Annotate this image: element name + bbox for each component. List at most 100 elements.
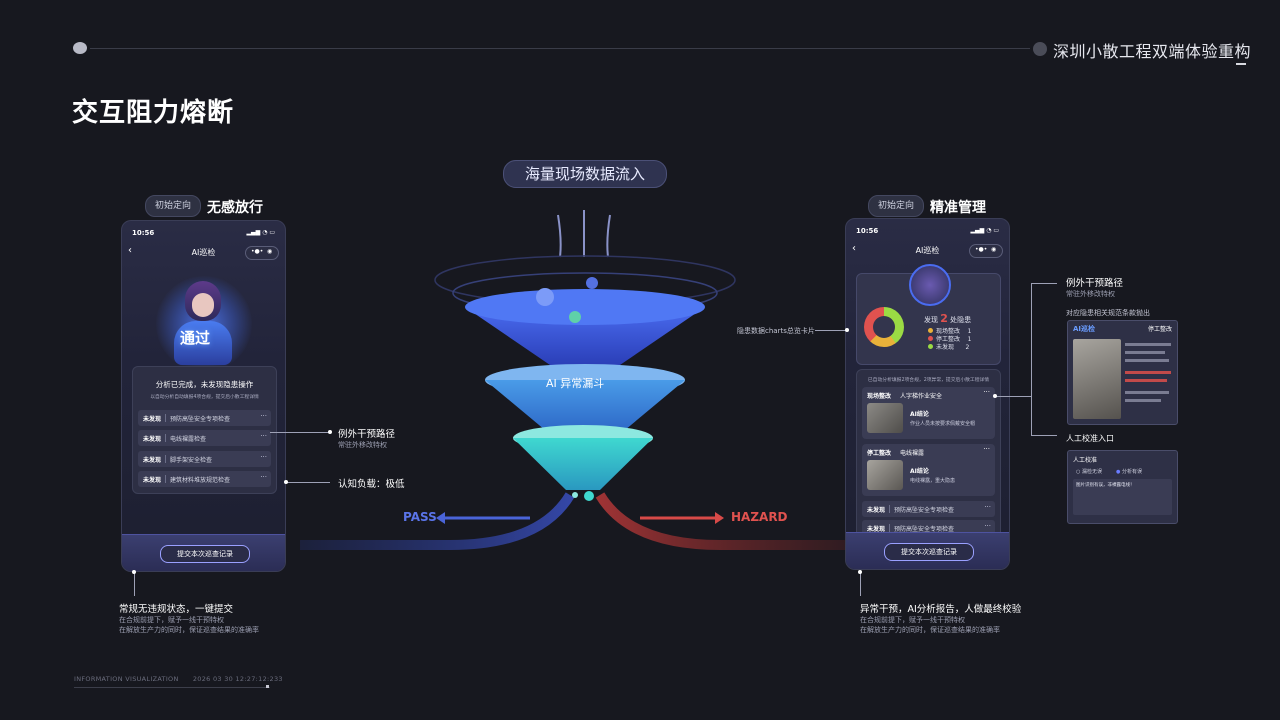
anno-connector bbox=[1031, 283, 1032, 435]
back-icon[interactable]: ‹ bbox=[128, 245, 132, 256]
found-summary: 发现 2 处隐患 bbox=[924, 312, 972, 325]
close-target-icon[interactable]: ◉ bbox=[267, 248, 273, 255]
ai-avatar-face bbox=[192, 293, 214, 317]
right-bottom-title: 异常干预，AI分析报告，人做最终校验 bbox=[860, 604, 1022, 615]
check-row[interactable]: 未发现电线裸露检查··· bbox=[138, 430, 271, 446]
brand-logo-icon bbox=[73, 42, 87, 54]
check-row[interactable]: 未发现脚手架安全检查··· bbox=[138, 451, 271, 467]
check-row[interactable]: 未发现预防高坠安全专项检查··· bbox=[138, 410, 271, 426]
anno-dot bbox=[993, 394, 997, 398]
manual-calibration-preview: 人工校准 ○ 漏检无误 ● 分析有误 图片识别有误，非裸露电线！ bbox=[1067, 450, 1178, 524]
left-bottom-sub2: 在解放生产力的同时，保证巡查结果的准确率 bbox=[119, 626, 259, 634]
more-icon[interactable]: ··· bbox=[983, 388, 990, 396]
right-anno1-sub: 常驻外移改特权 bbox=[1066, 290, 1115, 298]
analysis-title: 分析已完成，未发现隐患操作 bbox=[155, 380, 254, 389]
hazard-label: HAZARD bbox=[731, 510, 788, 524]
more-icon[interactable]: ··· bbox=[984, 503, 991, 511]
more-icon[interactable]: •●• bbox=[251, 248, 264, 255]
hazard-summary: 已自动分析填报2项合规，2项异常，提交后小散工程详情 bbox=[867, 378, 990, 383]
anno-connector bbox=[270, 432, 330, 433]
more-icon[interactable]: ··· bbox=[983, 445, 990, 453]
legend-item: 未发现 2 bbox=[928, 342, 969, 351]
status-time: 10:56 bbox=[132, 229, 155, 237]
more-icon[interactable]: ··· bbox=[260, 432, 267, 440]
legend-item: 现场整改 1 bbox=[928, 326, 971, 335]
left-phone: 10:56 ▂▄▆ ◔ ▭ ‹ AI巡检 •●•◉ 通过 分析已完成，未发现隐患… bbox=[121, 220, 286, 572]
header-divider bbox=[90, 48, 1030, 49]
right-anno2-title: 人工校准入口 bbox=[1066, 434, 1114, 443]
check-row[interactable]: 未发现预防高坠安全专项检查··· bbox=[862, 501, 995, 517]
hazard-item[interactable]: 停工整改 电线裸露 ··· AI结论 电线裸露，重大隐患 bbox=[862, 444, 995, 496]
more-icon[interactable]: ··· bbox=[984, 522, 991, 530]
data-inflow-pill: 海量现场数据流入 bbox=[503, 160, 667, 188]
anno-connector bbox=[815, 330, 847, 331]
right-anno1-sub2: 对应隐患相关规范条款抛出 bbox=[1066, 309, 1150, 317]
more-icon[interactable]: •●• bbox=[975, 246, 988, 253]
anno-connector bbox=[1031, 435, 1057, 436]
pass-badge: 通过 bbox=[180, 329, 211, 347]
right-anno1-title: 例外干预路径 bbox=[1066, 278, 1124, 289]
found-count: 2 bbox=[940, 312, 948, 325]
nav-title: AI巡检 bbox=[915, 246, 940, 255]
left-tag-title: 无感放行 bbox=[207, 200, 263, 216]
left-bottom-sub1: 在合规前提下，赋予一线干预特权 bbox=[119, 616, 224, 624]
right-tag: 初始定向 bbox=[868, 195, 924, 217]
left-tag: 初始定向 bbox=[145, 195, 201, 217]
submit-button[interactable]: 提交本次巡查记录 bbox=[884, 543, 974, 561]
left-anno1-sub: 常驻外移改特权 bbox=[338, 441, 387, 449]
analysis-card: 分析已完成，未发现隐患操作 以自动分析自动填报4项合规，提交后小散工程详情 未发… bbox=[132, 366, 277, 494]
check-row[interactable]: 未发现建筑材料堆放规范检查··· bbox=[138, 471, 271, 487]
regulation-popup-preview: AI巡检 停工整改 bbox=[1067, 320, 1178, 425]
option-radio[interactable]: ○ 漏检无误 bbox=[1076, 469, 1102, 475]
anno-connector bbox=[1031, 283, 1057, 284]
left-anno2-title: 认知负载：极低 bbox=[338, 479, 405, 490]
right-tag-title: 精准管理 bbox=[930, 200, 986, 216]
ai-avatar-body bbox=[174, 321, 232, 365]
nav-title: AI巡检 bbox=[191, 248, 216, 257]
inflow-arrow-left bbox=[557, 214, 562, 258]
brand-title: 深圳小散工程双端体验重构 bbox=[1053, 42, 1252, 61]
hazard-list-card: 已自动分析填报2项合规，2项异常，提交后小散工程详情 现场整改 人字梯作业安全 … bbox=[856, 369, 1001, 541]
hazard-photo[interactable] bbox=[867, 460, 903, 490]
close-target-icon[interactable]: ◉ bbox=[991, 246, 997, 253]
anno-connector bbox=[134, 572, 135, 596]
right-navbar: ‹ AI巡检 •●•◉ bbox=[846, 243, 1009, 259]
more-icon[interactable]: ··· bbox=[260, 453, 267, 461]
footer-marker bbox=[266, 685, 269, 688]
option-radio[interactable]: ● 分析有误 bbox=[1116, 469, 1142, 475]
feedback-textarea[interactable]: 图片识别有误，非裸露电线！ bbox=[1073, 479, 1172, 515]
anno-dot bbox=[132, 570, 136, 574]
anno-connector bbox=[860, 572, 861, 596]
anno-connector bbox=[995, 396, 1031, 397]
status-icons: ▂▄▆ ◔ ▭ bbox=[246, 229, 275, 236]
anno-dot bbox=[328, 430, 332, 434]
analysis-subtitle: 以自动分析自动填报4项合规，提交后小散工程详情 bbox=[150, 395, 259, 400]
page-title: 交互阻力熔断 bbox=[72, 98, 235, 128]
pass-flow-band bbox=[300, 492, 575, 550]
card-anno: 隐患数据charts总览卡片 bbox=[737, 327, 815, 335]
mini-capsule[interactable]: •●•◉ bbox=[969, 244, 1003, 258]
brand-dot-icon bbox=[1033, 42, 1047, 56]
more-icon[interactable]: ··· bbox=[260, 473, 267, 481]
right-phone: 10:56 ▂▄▆ ◔ ▭ ‹ AI巡检 •●•◉ 发现 2 处隐患 现场整改 … bbox=[845, 218, 1010, 570]
hazard-photo[interactable] bbox=[867, 403, 903, 433]
mini-capsule[interactable]: •●•◉ bbox=[245, 246, 279, 260]
brand-underline bbox=[1236, 63, 1246, 65]
more-icon[interactable]: ··· bbox=[260, 412, 267, 420]
status-icons: ▂▄▆ ◔ ▭ bbox=[970, 227, 999, 234]
right-bottom-sub2: 在解放生产力的同时，保证巡查结果的准确率 bbox=[860, 626, 1000, 634]
inflow-arrow-right bbox=[606, 214, 611, 258]
right-bottom-sub1: 在合规前提下，赋予一线干预特权 bbox=[860, 616, 965, 624]
funnel-diagram bbox=[300, 210, 860, 550]
pass-label: PASS bbox=[403, 510, 437, 524]
anno-dot bbox=[858, 570, 862, 574]
back-icon[interactable]: ‹ bbox=[852, 243, 856, 254]
ai-avatar-icon bbox=[909, 264, 951, 306]
left-bottom-title: 常规无违规状态，一键提交 bbox=[119, 604, 234, 615]
submit-button[interactable]: 提交本次巡查记录 bbox=[160, 545, 250, 563]
left-navbar: ‹ AI巡检 •●•◉ bbox=[122, 245, 285, 261]
anno-dot bbox=[845, 328, 849, 332]
left-anno1-title: 例外干预路径 bbox=[338, 429, 396, 440]
hazard-item[interactable]: 现场整改 人字梯作业安全 ··· AI结论 作业人员未按要求佩戴安全帽 bbox=[862, 387, 995, 439]
status-time: 10:56 bbox=[856, 227, 879, 235]
